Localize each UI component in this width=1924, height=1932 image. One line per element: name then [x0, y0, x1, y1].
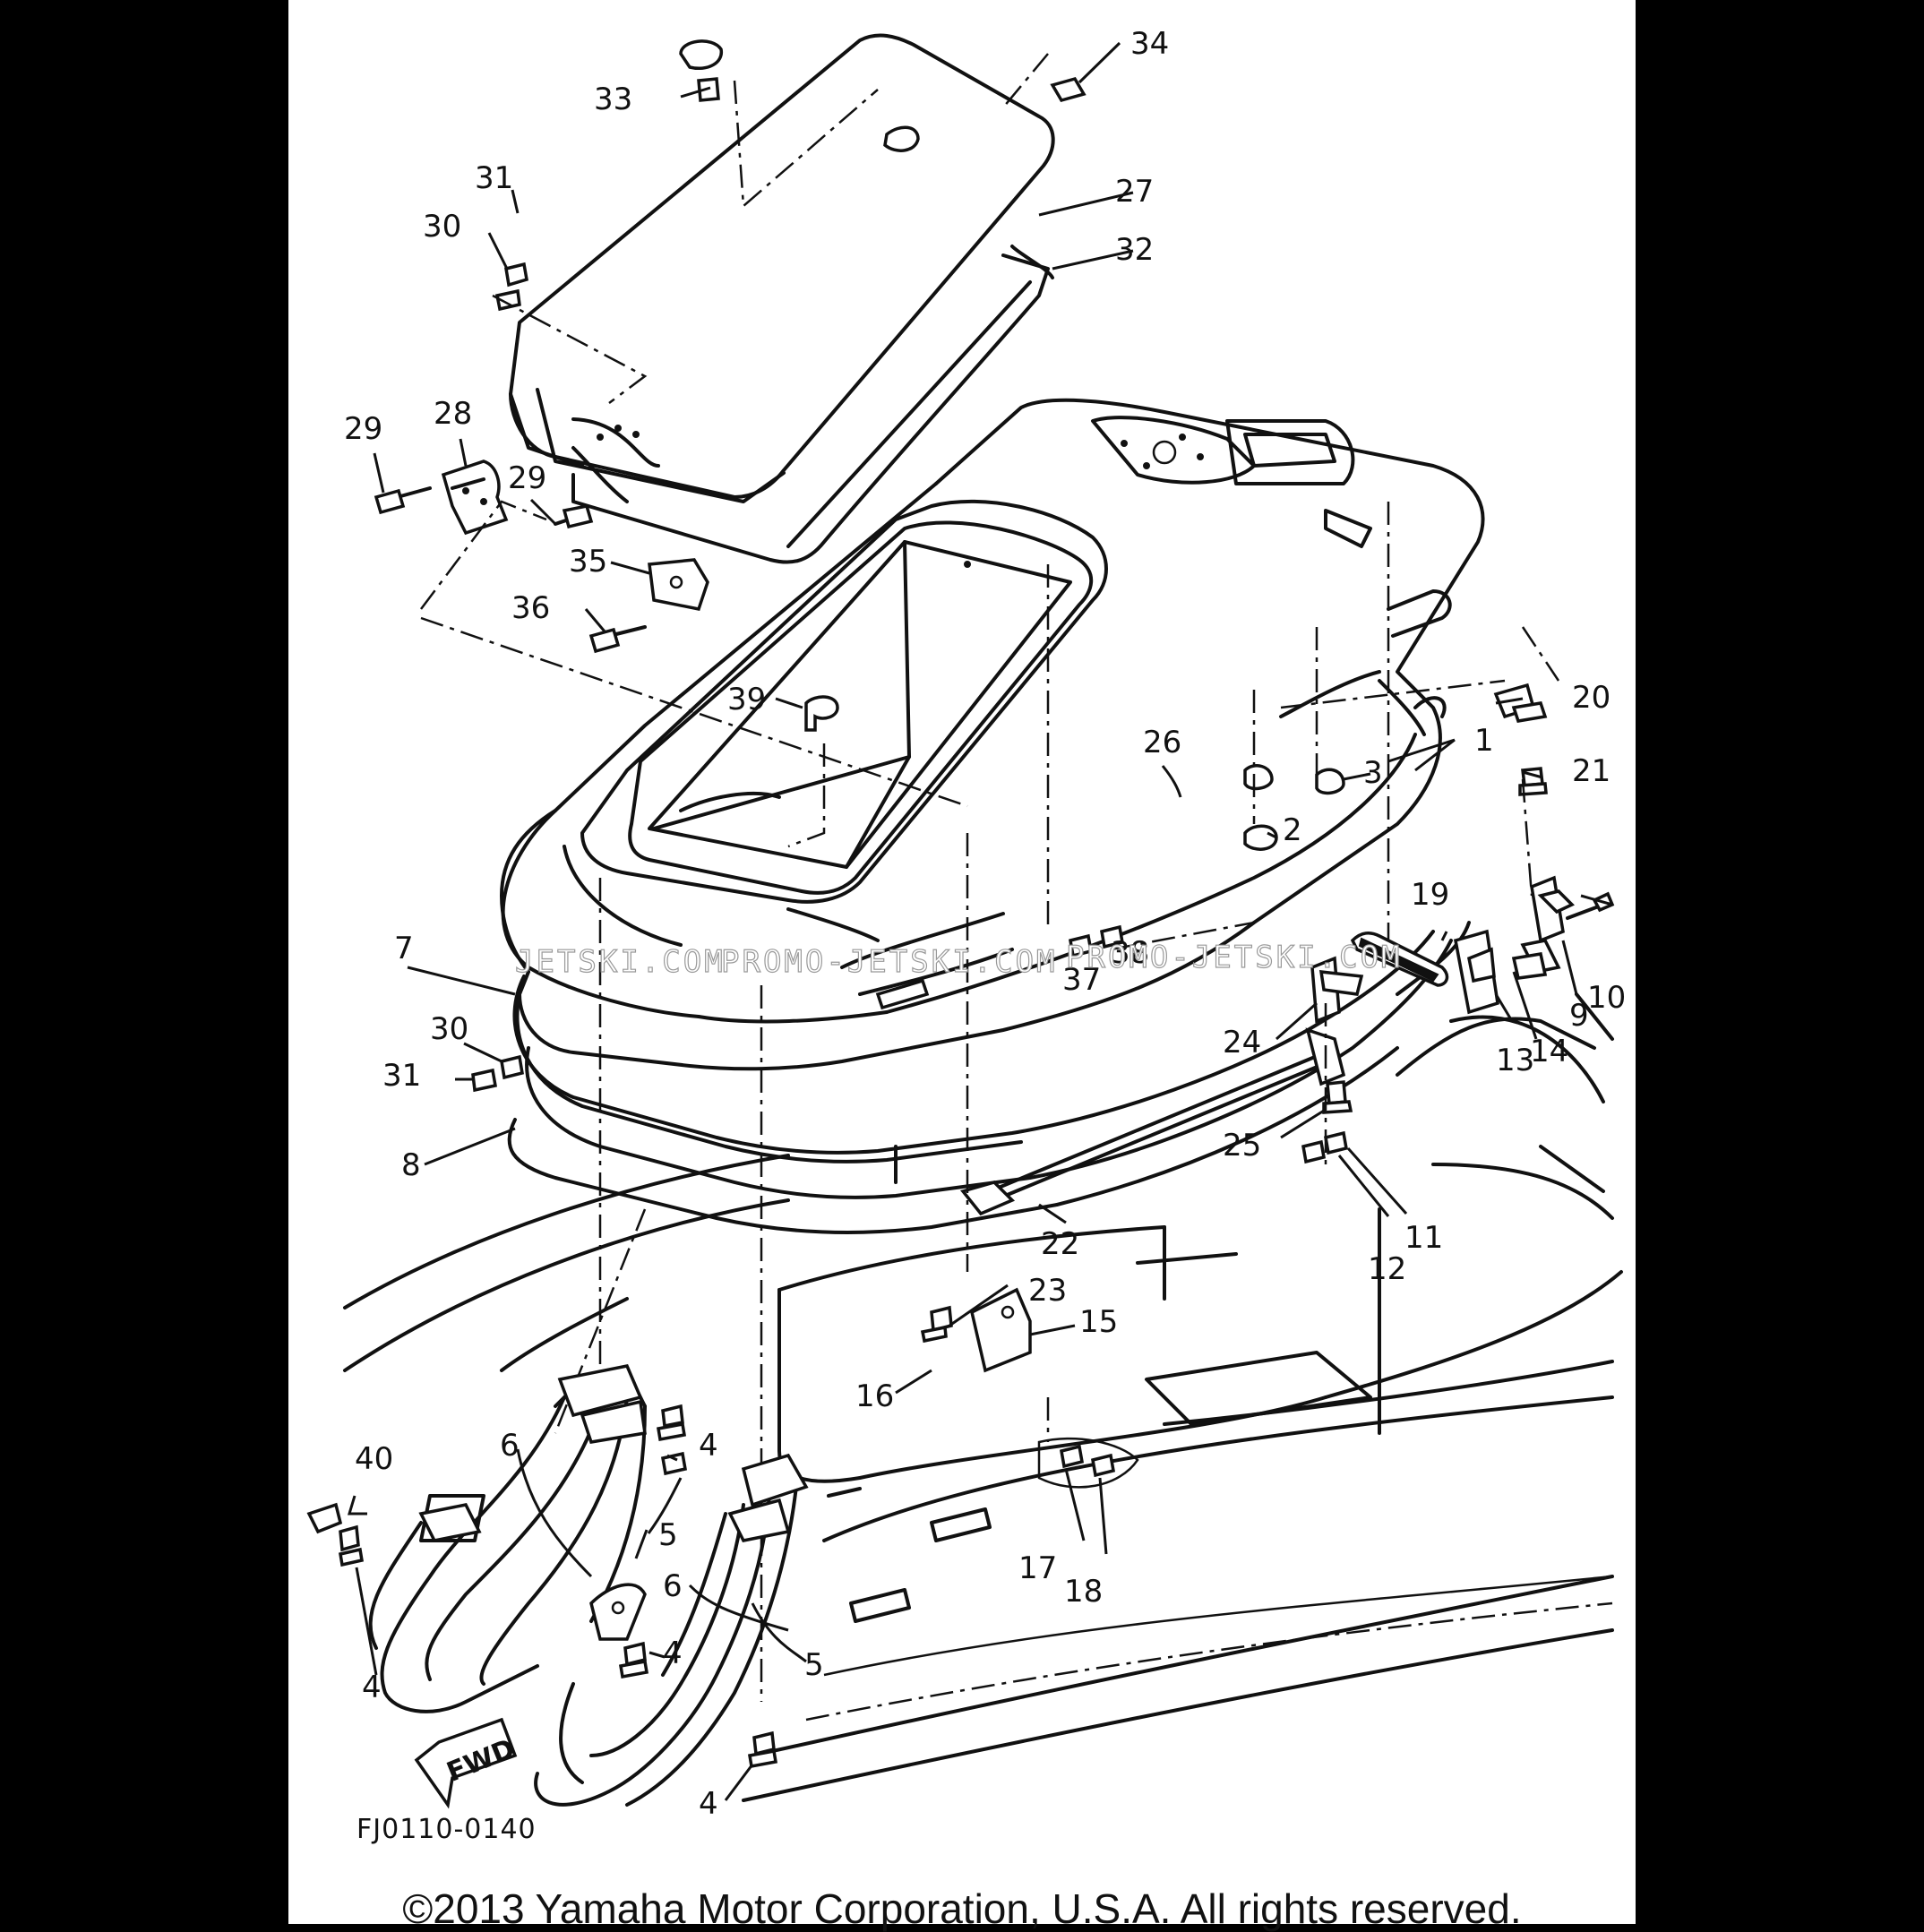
callout-12: 12	[1368, 1251, 1406, 1287]
watermark-1: JETSKI.COM	[515, 944, 726, 980]
callout-33: 33	[594, 82, 632, 117]
callout-28: 28	[434, 396, 472, 432]
watermarks: JETSKI.COM PROMO-JETSKI.COM PROMO-JETSKI…	[514, 939, 1403, 980]
callout-32: 32	[1115, 232, 1154, 268]
watermark-3: PROMO-JETSKI.COM	[1066, 940, 1403, 975]
callout-21: 21	[1572, 753, 1610, 789]
callout-39: 39	[727, 682, 766, 717]
callout-4d: 4	[699, 1786, 718, 1822]
copyright-notice: ©2013 Yamaha Motor Corporation, U.S.A. A…	[402, 1885, 1522, 1932]
callout-38: 38	[1111, 935, 1149, 971]
handles-5-6	[306, 1364, 809, 1807]
callout-37: 37	[1062, 962, 1101, 998]
callout-23: 23	[1028, 1273, 1067, 1309]
callout-11: 11	[1404, 1220, 1443, 1256]
callout-5: 5	[658, 1517, 678, 1553]
callout-7: 7	[394, 931, 414, 966]
callout-18: 18	[1064, 1574, 1103, 1610]
lid-27	[509, 33, 1055, 503]
callout-30b: 30	[430, 1011, 468, 1047]
callout-31b: 31	[382, 1058, 421, 1094]
callout-24: 24	[1223, 1025, 1261, 1060]
callout-30: 30	[423, 209, 461, 245]
callout-20: 20	[1572, 680, 1610, 716]
callout-29b: 29	[508, 460, 546, 496]
callout-13: 13	[1496, 1043, 1534, 1078]
figure-code: FJ0110-0140	[356, 1814, 537, 1845]
callout-15: 15	[1079, 1304, 1118, 1340]
callout-4c: 4	[663, 1636, 683, 1671]
callout-17: 17	[1018, 1550, 1057, 1586]
callout-6: 6	[500, 1428, 520, 1464]
hood-hatch-opening	[563, 499, 1108, 947]
callout-14: 14	[1530, 1034, 1568, 1069]
callout-19: 19	[1411, 877, 1449, 913]
callout-22: 22	[1041, 1226, 1079, 1262]
hood-seal-7-8	[507, 912, 1471, 1234]
callout-35: 35	[569, 544, 607, 580]
callout-9: 9	[1569, 998, 1589, 1034]
callout-8: 8	[401, 1147, 421, 1183]
hull-deck	[343, 992, 1623, 1802]
callout-40: 40	[355, 1441, 393, 1477]
callout-1: 1	[1474, 723, 1494, 759]
callout-25: 25	[1223, 1128, 1261, 1163]
callout-4b: 4	[699, 1428, 718, 1464]
callout-26: 26	[1143, 725, 1181, 760]
callout-6b: 6	[663, 1568, 683, 1604]
callout-labels: 1 2 3 4 4 4 4 5 5 6 6 7 8 9 10 11 12 13 …	[344, 26, 1626, 1822]
forward-arrow-icon: FWD	[414, 1717, 520, 1809]
callout-2: 2	[1283, 812, 1302, 848]
callout-34: 34	[1130, 26, 1169, 62]
callout-27: 27	[1115, 174, 1154, 210]
hood-26	[500, 398, 1485, 1071]
stay-rod-22	[959, 1027, 1346, 1216]
callout-3: 3	[1363, 755, 1383, 791]
callout-4: 4	[362, 1670, 382, 1705]
lid-gasket-32	[571, 253, 1050, 564]
callout-10: 10	[1587, 980, 1626, 1016]
small-parts	[920, 683, 1615, 1373]
callout-5b: 5	[804, 1647, 824, 1683]
callout-36: 36	[511, 590, 550, 626]
callout-29: 29	[344, 411, 382, 447]
callout-16: 16	[855, 1378, 894, 1414]
watermark-2: PROMO-JETSKI.COM	[721, 944, 1058, 980]
guide-strip-19	[1350, 931, 1449, 987]
callout-31: 31	[475, 160, 513, 196]
leader-lines	[347, 41, 1613, 1801]
latch-parts	[374, 39, 1349, 1478]
